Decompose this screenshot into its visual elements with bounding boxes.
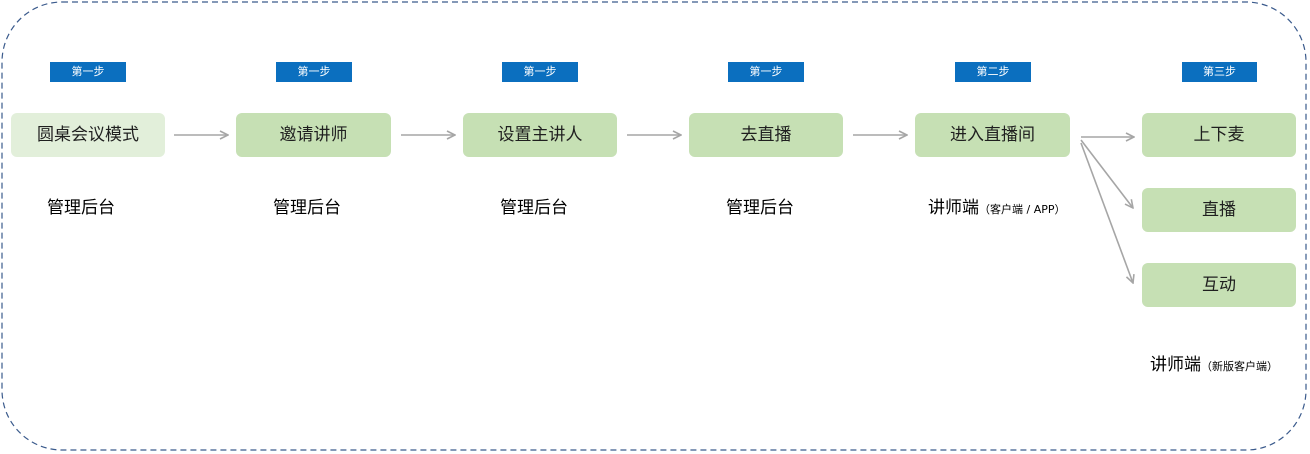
caption-main: 讲师端 [928,198,979,218]
step-caption-5: 讲师端（客户端 / APP） [928,193,1066,218]
step-box-go-live: 去直播 [689,113,843,157]
final-box-interaction: 互动 [1142,263,1296,307]
caption-note: （新版客户端） [1201,360,1278,373]
step-box-invite-lecturer: 邀请讲师 [236,113,391,157]
arrow-5c [1080,142,1133,283]
step-box-roundtable-mode: 圆桌会议模式 [11,113,165,157]
step-caption-1: 管理后台 [47,198,115,218]
step-badge-3: 第一步 [502,62,578,82]
step-badge-5: 第二步 [955,62,1031,82]
step-badge-1: 第一步 [50,62,126,82]
step-caption-3: 管理后台 [500,198,568,218]
final-box-mic-on-off: 上下麦 [1142,113,1296,157]
step-box-enter-live-room: 进入直播间 [915,113,1070,157]
arrow-5b [1080,139,1133,208]
step-box-set-main-speaker: 设置主讲人 [463,113,617,157]
final-box-live: 直播 [1142,188,1296,232]
final-caption: 讲师端（新版客户端） [1150,350,1278,375]
caption-main: 讲师端 [1150,355,1201,375]
step-badge-final: 第三步 [1182,62,1257,82]
step-caption-2: 管理后台 [273,198,341,218]
step-badge-4: 第一步 [728,62,804,82]
step-caption-4: 管理后台 [726,198,794,218]
step-badge-2: 第一步 [276,62,352,82]
caption-note: （客户端 / APP） [979,203,1066,216]
